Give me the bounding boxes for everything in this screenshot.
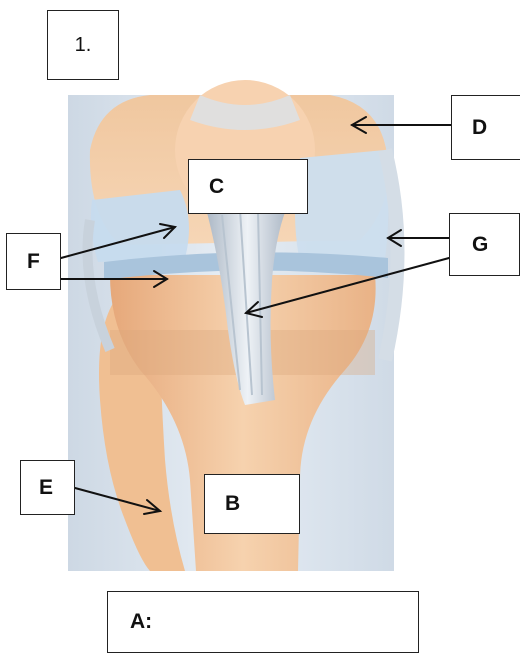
label-box-E: E: [20, 460, 75, 515]
label-E: E: [39, 476, 53, 500]
label-G: G: [472, 233, 488, 257]
label-box-D: D: [451, 95, 520, 160]
label-B: B: [225, 492, 240, 516]
label-C: C: [209, 175, 224, 199]
label-box-F: F: [6, 233, 61, 290]
question-number: 1.: [75, 34, 92, 57]
medial-cartilage: [295, 150, 389, 262]
label-box-C: C: [188, 159, 308, 214]
label-box-B: B: [204, 474, 300, 534]
label-F: F: [27, 250, 40, 274]
label-A: A:: [130, 610, 152, 634]
label-box-A: A:: [107, 591, 419, 653]
label-D: D: [472, 116, 487, 140]
label-box-G: G: [449, 213, 520, 276]
question-number-box: 1.: [47, 10, 119, 80]
